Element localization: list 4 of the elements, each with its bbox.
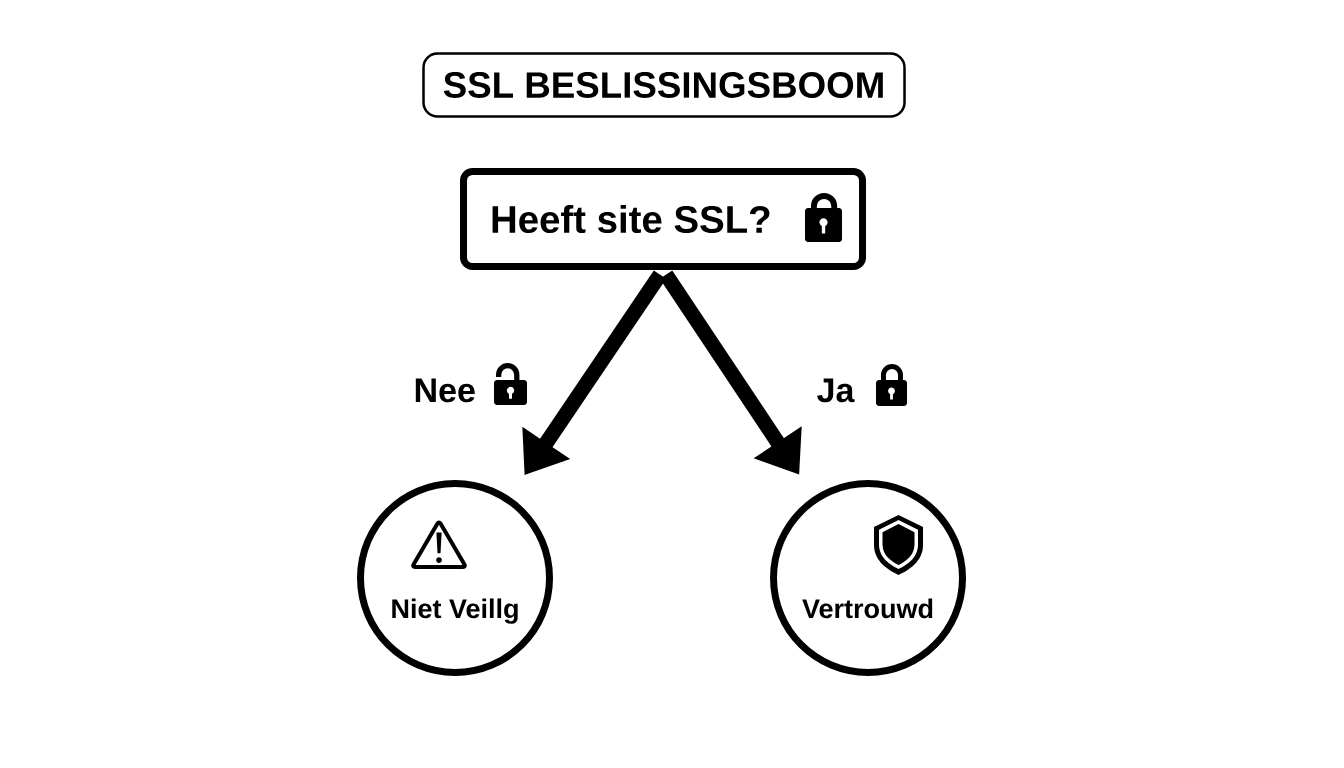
edge-label: Ja (817, 378, 855, 403)
title-box: SSL BESLISSINGSBOOM (422, 52, 906, 118)
decision-box: Heeft site SSL? (460, 168, 866, 270)
edge-label: Nee (415, 378, 475, 403)
